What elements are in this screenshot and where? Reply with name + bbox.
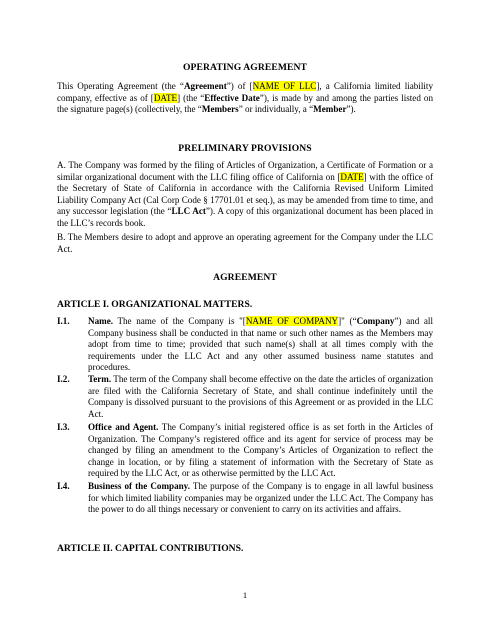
section-label: Business of the Company. xyxy=(88,481,190,491)
defined-term: Effective Date xyxy=(204,92,260,103)
defined-term: Member xyxy=(313,104,347,115)
section-body: Office and Agent. The Company’s initial … xyxy=(88,422,433,480)
defined-term: Members xyxy=(201,104,239,115)
preliminary-b-paragraph: B. The Members desire to adopt and appro… xyxy=(57,232,433,254)
section-number: I.1. xyxy=(57,316,70,326)
section-label: Term. xyxy=(88,374,112,384)
agreement-heading: AGREEMENT xyxy=(213,272,277,283)
preliminary-a-paragraph: A. The Company was formed by the filing … xyxy=(57,160,433,230)
section-text: The name of the Company is "[ xyxy=(113,316,246,326)
defined-term: Company xyxy=(356,316,395,326)
defined-term: LLC Act xyxy=(171,206,206,217)
article-2-title: ARTICLE II. CAPITAL CONTRIBUTIONS. xyxy=(57,543,244,554)
intro-text: ”). xyxy=(346,104,356,115)
section-text: The Company’s initial registered office … xyxy=(88,422,433,479)
preliminary-heading: PRELIMINARY PROVISIONS xyxy=(178,143,312,154)
preliminary-text: A. The Company was formed by the filing … xyxy=(57,160,433,182)
placeholder-llc-name: NAME OF LLC xyxy=(252,81,317,91)
section-label: Office and Agent. xyxy=(88,422,159,432)
preliminary-text: ”). A copy of this organizational docume… xyxy=(57,206,433,228)
section-body: Term. The term of the Company shall beco… xyxy=(88,374,433,420)
section-text: ]" (“ xyxy=(338,316,357,326)
section-number: I.2. xyxy=(57,374,70,384)
document-title: OPERATING AGREEMENT xyxy=(182,62,308,73)
preliminary-text: ] with the office of the Secretary of St… xyxy=(57,171,434,217)
intro-text: ”) of [ xyxy=(226,81,253,91)
defined-term: Agreement xyxy=(183,81,227,91)
section-text: The term of the Company shall become eff… xyxy=(88,374,433,419)
placeholder-company-name: NAME OF COMPANY xyxy=(245,316,339,326)
intro-text: ] (the “ xyxy=(177,92,205,103)
section-1-1: I.1. Name. The name of the Company is "[… xyxy=(57,316,433,374)
intro-text: ], a California limited liability compan… xyxy=(57,81,433,103)
intro-text: ” or individually, a “ xyxy=(238,104,314,115)
intro-text: ”), is made by and among the parties lis… xyxy=(57,92,433,115)
section-body: Name. The name of the Company is "[NAME … xyxy=(88,316,433,374)
section-text: ”) and all Company business shall be con… xyxy=(88,316,433,373)
intro-paragraph: This Operating Agreement (the “Agreement… xyxy=(57,81,433,116)
page-number: 1 xyxy=(242,590,248,600)
section-1-2: I.2. Term. The term of the Company shall… xyxy=(57,374,433,420)
section-1-3: I.3. Office and Agent. The Company’s ini… xyxy=(57,422,433,480)
section-number: I.4. xyxy=(57,481,70,491)
placeholder-date: DATE xyxy=(153,92,178,103)
section-label: Name. xyxy=(88,316,113,326)
intro-text: This Operating Agreement (the “ xyxy=(57,81,184,91)
section-text: The purpose of the Company is to engage … xyxy=(88,481,433,515)
placeholder-date: DATE xyxy=(340,171,364,182)
section-number: I.3. xyxy=(57,422,70,432)
section-1-4: I.4. Business of the Company. The purpos… xyxy=(57,481,433,516)
article-1-title: ARTICLE I. ORGANIZATIONAL MATTERS. xyxy=(57,299,253,310)
section-body: Business of the Company. The purpose of … xyxy=(88,481,433,516)
